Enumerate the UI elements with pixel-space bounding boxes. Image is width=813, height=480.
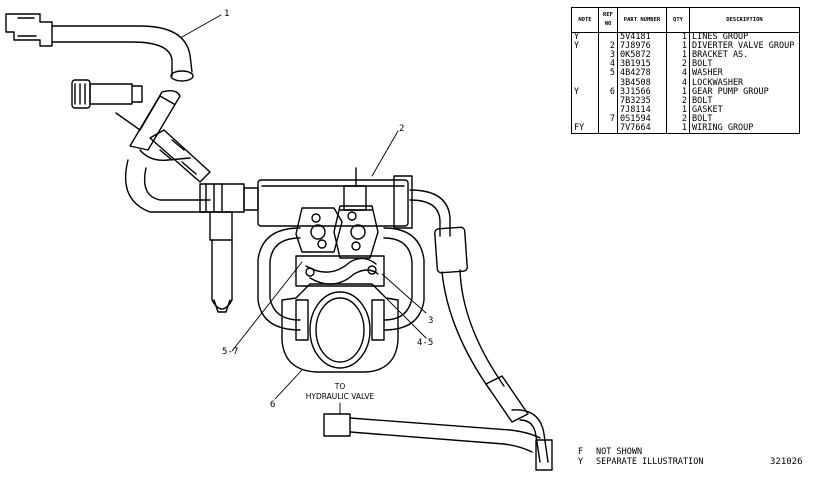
footnote-row: F NOT SHOWN	[578, 447, 703, 457]
return-line-upper	[5, 13, 194, 82]
footnote-code: Y	[578, 457, 584, 467]
cell-desc: GEAR PUMP GROUP	[689, 87, 800, 97]
table-row: 3 0K5872 1 BRACKET AS.	[571, 51, 800, 61]
callout-6: 6	[270, 400, 275, 410]
cell-note	[571, 51, 599, 61]
cell-desc: BOLT	[689, 96, 800, 106]
footnote-legend: F NOT SHOWN Y SEPARATE ILLUSTRATION	[578, 447, 703, 467]
cell-note: Y	[571, 42, 599, 52]
illustration-number: 321026	[770, 457, 803, 467]
flow-label-destination: HYDRAULIC VALVE	[306, 392, 375, 401]
cell-desc: WIRING GROUP	[689, 124, 800, 135]
cell-note	[571, 60, 599, 70]
cell-ref	[598, 123, 618, 135]
header-part: PART NUMBER	[617, 7, 667, 33]
footnote-text: SEPARATE ILLUSTRATION	[596, 457, 704, 467]
footnote-row: Y SEPARATE ILLUSTRATION	[578, 457, 703, 467]
cell-desc: BOLT	[689, 114, 800, 124]
cell-ref: 5	[598, 69, 618, 79]
table-row: FY 7V7664 1 WIRING GROUP	[571, 123, 800, 135]
flow-label-to: TO	[334, 382, 346, 391]
header-desc: DESCRIPTION	[689, 7, 800, 33]
footnote-code: F	[578, 447, 584, 457]
callout-1: 1	[224, 9, 229, 19]
cell-note	[571, 69, 599, 79]
callout-4-5: 4-5	[417, 338, 433, 348]
cell-ref	[598, 96, 618, 106]
cell-part: 7V7664	[617, 124, 667, 135]
coupler-fitting	[71, 79, 175, 131]
table-row: 7 0S1594 2 BOLT	[571, 114, 800, 124]
bracket	[295, 255, 385, 287]
table-row: Y 6 3J1566 1 GEAR PUMP GROUP	[571, 87, 800, 97]
cell-note: Y	[571, 87, 599, 97]
cell-desc: WASHER	[689, 69, 800, 79]
cell-ref: 7	[598, 114, 618, 124]
header-note: NOTE	[571, 7, 599, 33]
header-qty: QTY	[666, 7, 690, 33]
table-row: 4 3B1915 2 BOLT	[571, 60, 800, 70]
header-ref: REF NO	[598, 7, 618, 33]
diverter-valve	[257, 167, 413, 229]
frame-loop	[257, 227, 425, 331]
cell-desc: DIVERTER VALVE GROUP	[689, 42, 800, 52]
table-row: 3B4508 4 LOCKWASHER	[571, 78, 800, 88]
footnote-text: NOT SHOWN	[596, 447, 643, 457]
cell-qty: 1	[666, 124, 690, 135]
callout-3: 3	[428, 316, 433, 326]
table-row: 7B3235 2 BOLT	[571, 96, 800, 106]
cell-desc: GASKET	[689, 105, 800, 115]
callout-5-7: 5-7	[222, 347, 238, 357]
gear-pump	[281, 283, 399, 373]
cell-desc: LOCKWASHER	[689, 78, 800, 88]
callout-2: 2	[399, 124, 404, 134]
tee-fitting	[199, 183, 259, 313]
cell-note	[571, 96, 599, 106]
supply-hose	[124, 89, 211, 213]
table-header-row: NOTE REF NO PART NUMBER QTY DESCRIPTION	[571, 7, 800, 33]
table-row: 5 4B4278 4 WASHER	[571, 69, 800, 79]
table-row: Y 2 7J8976 1 DIVERTER VALVE GROUP	[571, 42, 800, 52]
lower-line	[323, 413, 541, 453]
mounting-flanges	[295, 205, 379, 259]
table-row: 7J8114 1 GASKET	[571, 105, 800, 115]
cell-desc: BOLT	[689, 60, 800, 70]
cell-desc: BRACKET AS.	[689, 51, 800, 61]
cell-desc: LINES GROUP	[689, 32, 800, 43]
parts-list-table: NOTE REF NO PART NUMBER QTY DESCRIPTION …	[571, 7, 800, 135]
table-row: Y 5V4181 1 LINES GROUP	[571, 32, 800, 43]
cell-note: FY	[571, 124, 599, 135]
cell-note	[571, 105, 599, 115]
cell-ref: 6	[598, 87, 618, 97]
leader-lines	[181, 14, 427, 415]
